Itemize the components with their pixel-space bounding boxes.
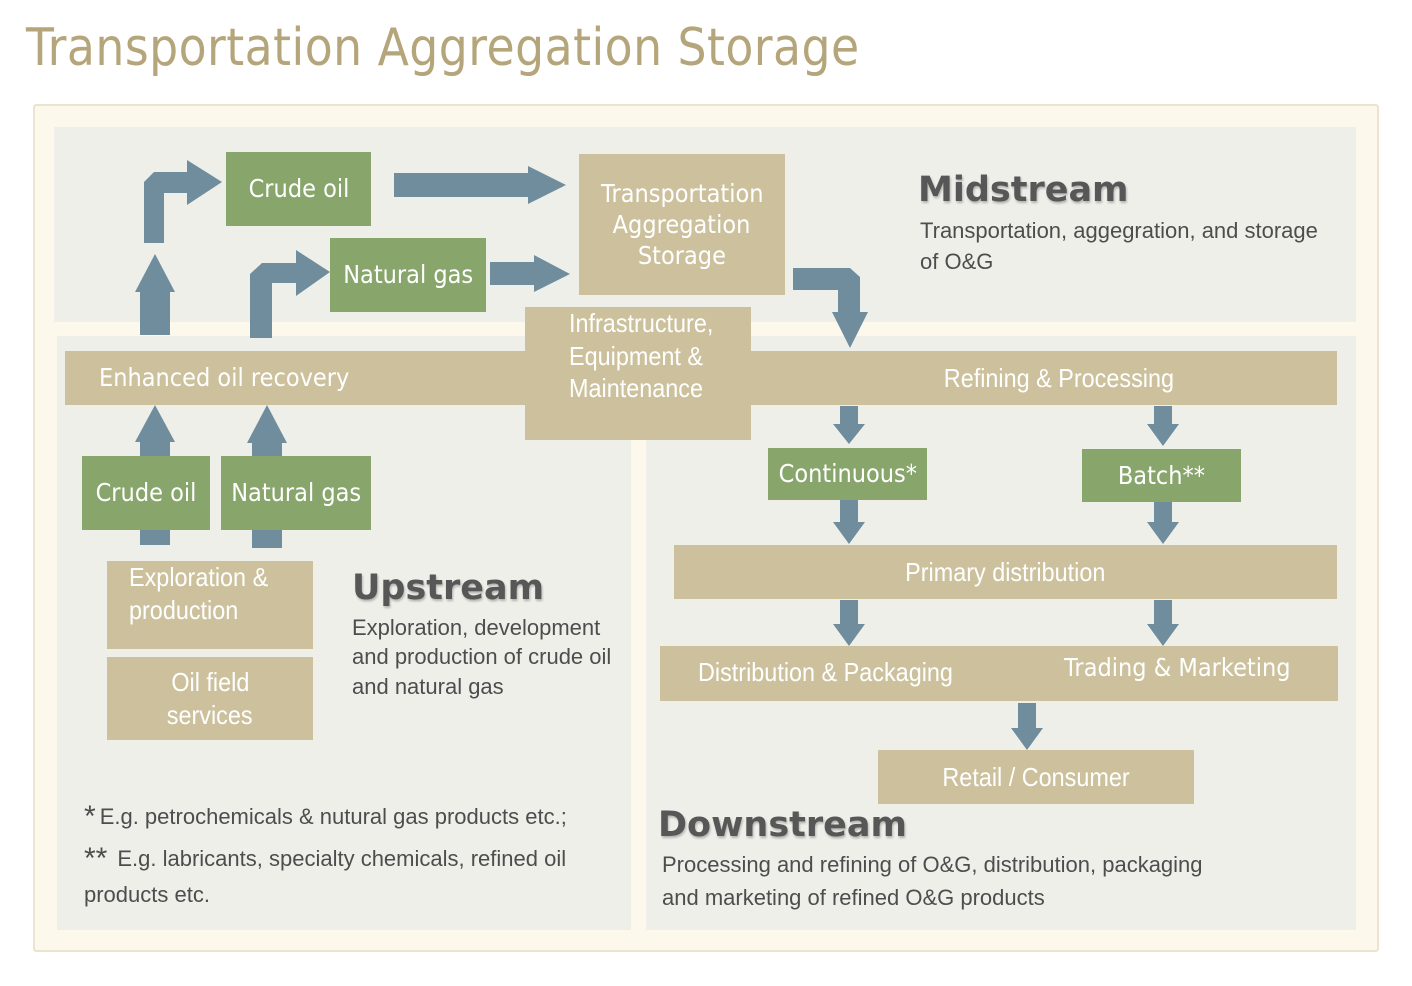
footnote-1-mark: * [84, 800, 96, 833]
upstream-natural-gas-box: Natural gas [221, 456, 371, 530]
upstream-heading: Upstream [352, 568, 545, 608]
arrow-elbow-gas [250, 250, 330, 338]
downstream-desc-line-1: Processing and refining of O&G, distribu… [662, 852, 1203, 877]
tas-line-2: Aggregation [613, 209, 751, 239]
refining-processing-bar: Refining & Processing [745, 351, 1337, 405]
footnote-2-text-line-1: E.g. labricants, specialty chemicals, re… [117, 846, 567, 871]
distribution-trading-bar: Distribution & Packaging Trading & Marke… [660, 646, 1338, 701]
midstream-description: Transportation, aggegration, and storage… [920, 216, 1318, 278]
footnote-1: *E.g. petrochemicals & nutural gas produ… [84, 800, 567, 834]
oilfield-line-2: services [167, 699, 253, 730]
arrow-primary-to-distribution [833, 600, 865, 646]
retail-consumer-box: Retail / Consumer [878, 750, 1194, 804]
downstream-desc-line-2: and marketing of refined O&G products [662, 885, 1045, 910]
primary-distribution-bar: Primary distribution [674, 545, 1337, 599]
tas-box: Transportation Aggregation Storage [579, 154, 785, 295]
upstream-desc-line-2: and production of crude oil [352, 644, 612, 670]
arrow-elbow-crude [144, 160, 222, 243]
batch-label: Batch** [1117, 460, 1206, 490]
enhanced-oil-recovery-label: Enhanced oil recovery [99, 363, 350, 393]
arrow-refining-to-batch [1147, 406, 1179, 446]
downstream-description: Processing and refining of O&G, distribu… [662, 848, 1203, 914]
midstream-natural-gas-label: Natural gas [343, 260, 473, 290]
arrow-eor-up [135, 254, 175, 335]
footnote-1-text: E.g. petrochemicals & nutural gas produc… [99, 804, 567, 829]
midstream-heading: Midstream [918, 170, 1129, 210]
distribution-packaging-label: Distribution & Packaging [698, 657, 953, 687]
upstream-crude-oil-label: Crude oil [95, 478, 197, 508]
midstream-desc-line-2: of O&G [920, 248, 994, 274]
retail-consumer-label: Retail / Consumer [942, 761, 1130, 792]
upstream-natural-gas-label: Natural gas [231, 478, 361, 508]
exploration-line-2: production [129, 594, 239, 625]
upstream-desc-line-3: and natural gas [352, 673, 504, 699]
downstream-region [646, 336, 1356, 930]
arrow-distribution-to-retail [1011, 703, 1043, 750]
oil-field-services-box: Oil field services [107, 657, 313, 740]
tas-line-3: Storage [637, 241, 727, 271]
tas-line-1: Transportation [600, 178, 764, 208]
footnote-2: ** E.g. labricants, specialty chemicals, … [84, 842, 566, 876]
upstream-desc-line-1: Exploration, development [352, 615, 601, 640]
trading-marketing-label: Trading & Marketing [1064, 653, 1291, 682]
infrastructure-box: Infrastructure, Equipment & Maintenance [525, 307, 751, 440]
midstream-crude-oil-box: Crude oil [226, 152, 371, 226]
oilfield-line-1: Oil field [170, 667, 250, 697]
infrastructure-line-3: Maintenance [569, 373, 704, 403]
arrow-refining-to-continuous [833, 406, 865, 444]
page-title: Transportation Aggregation Storage [26, 18, 860, 78]
footnote-2-continued: products etc. [84, 882, 210, 907]
footnote-2-mark: ** [84, 842, 108, 875]
exploration-line-1: Exploration & [129, 562, 269, 592]
infrastructure-line-1: Infrastructure, [569, 308, 714, 338]
downstream-heading: Downstream [658, 805, 907, 845]
infrastructure-line-2: Equipment & [569, 340, 703, 371]
arrow-primary-to-trading [1147, 600, 1179, 646]
midstream-desc-line-1: Transportation, aggegration, and storage [920, 218, 1318, 243]
arrow-gas-to-tas [490, 255, 570, 292]
upstream-crude-oil-box: Crude oil [82, 456, 210, 530]
upstream-description: Exploration, development and production … [352, 613, 611, 701]
refining-processing-label: Refining & Processing [943, 362, 1175, 393]
arrow-crude-to-tas [394, 166, 566, 204]
midstream-natural-gas-box: Natural gas [330, 238, 486, 312]
exploration-production-box: Exploration & production [107, 561, 313, 649]
batch-box: Batch** [1082, 449, 1241, 502]
continuous-label: Continuous* [778, 459, 917, 489]
arrow-tas-to-refining [793, 268, 868, 348]
primary-distribution-label: Primary distribution [905, 556, 1106, 587]
midstream-crude-oil-label: Crude oil [248, 174, 349, 204]
enhanced-oil-recovery-bar: Enhanced oil recovery [65, 351, 535, 405]
arrow-continuous-to-primary [833, 500, 865, 544]
arrow-batch-to-primary [1147, 502, 1179, 544]
continuous-box: Continuous* [768, 448, 927, 500]
